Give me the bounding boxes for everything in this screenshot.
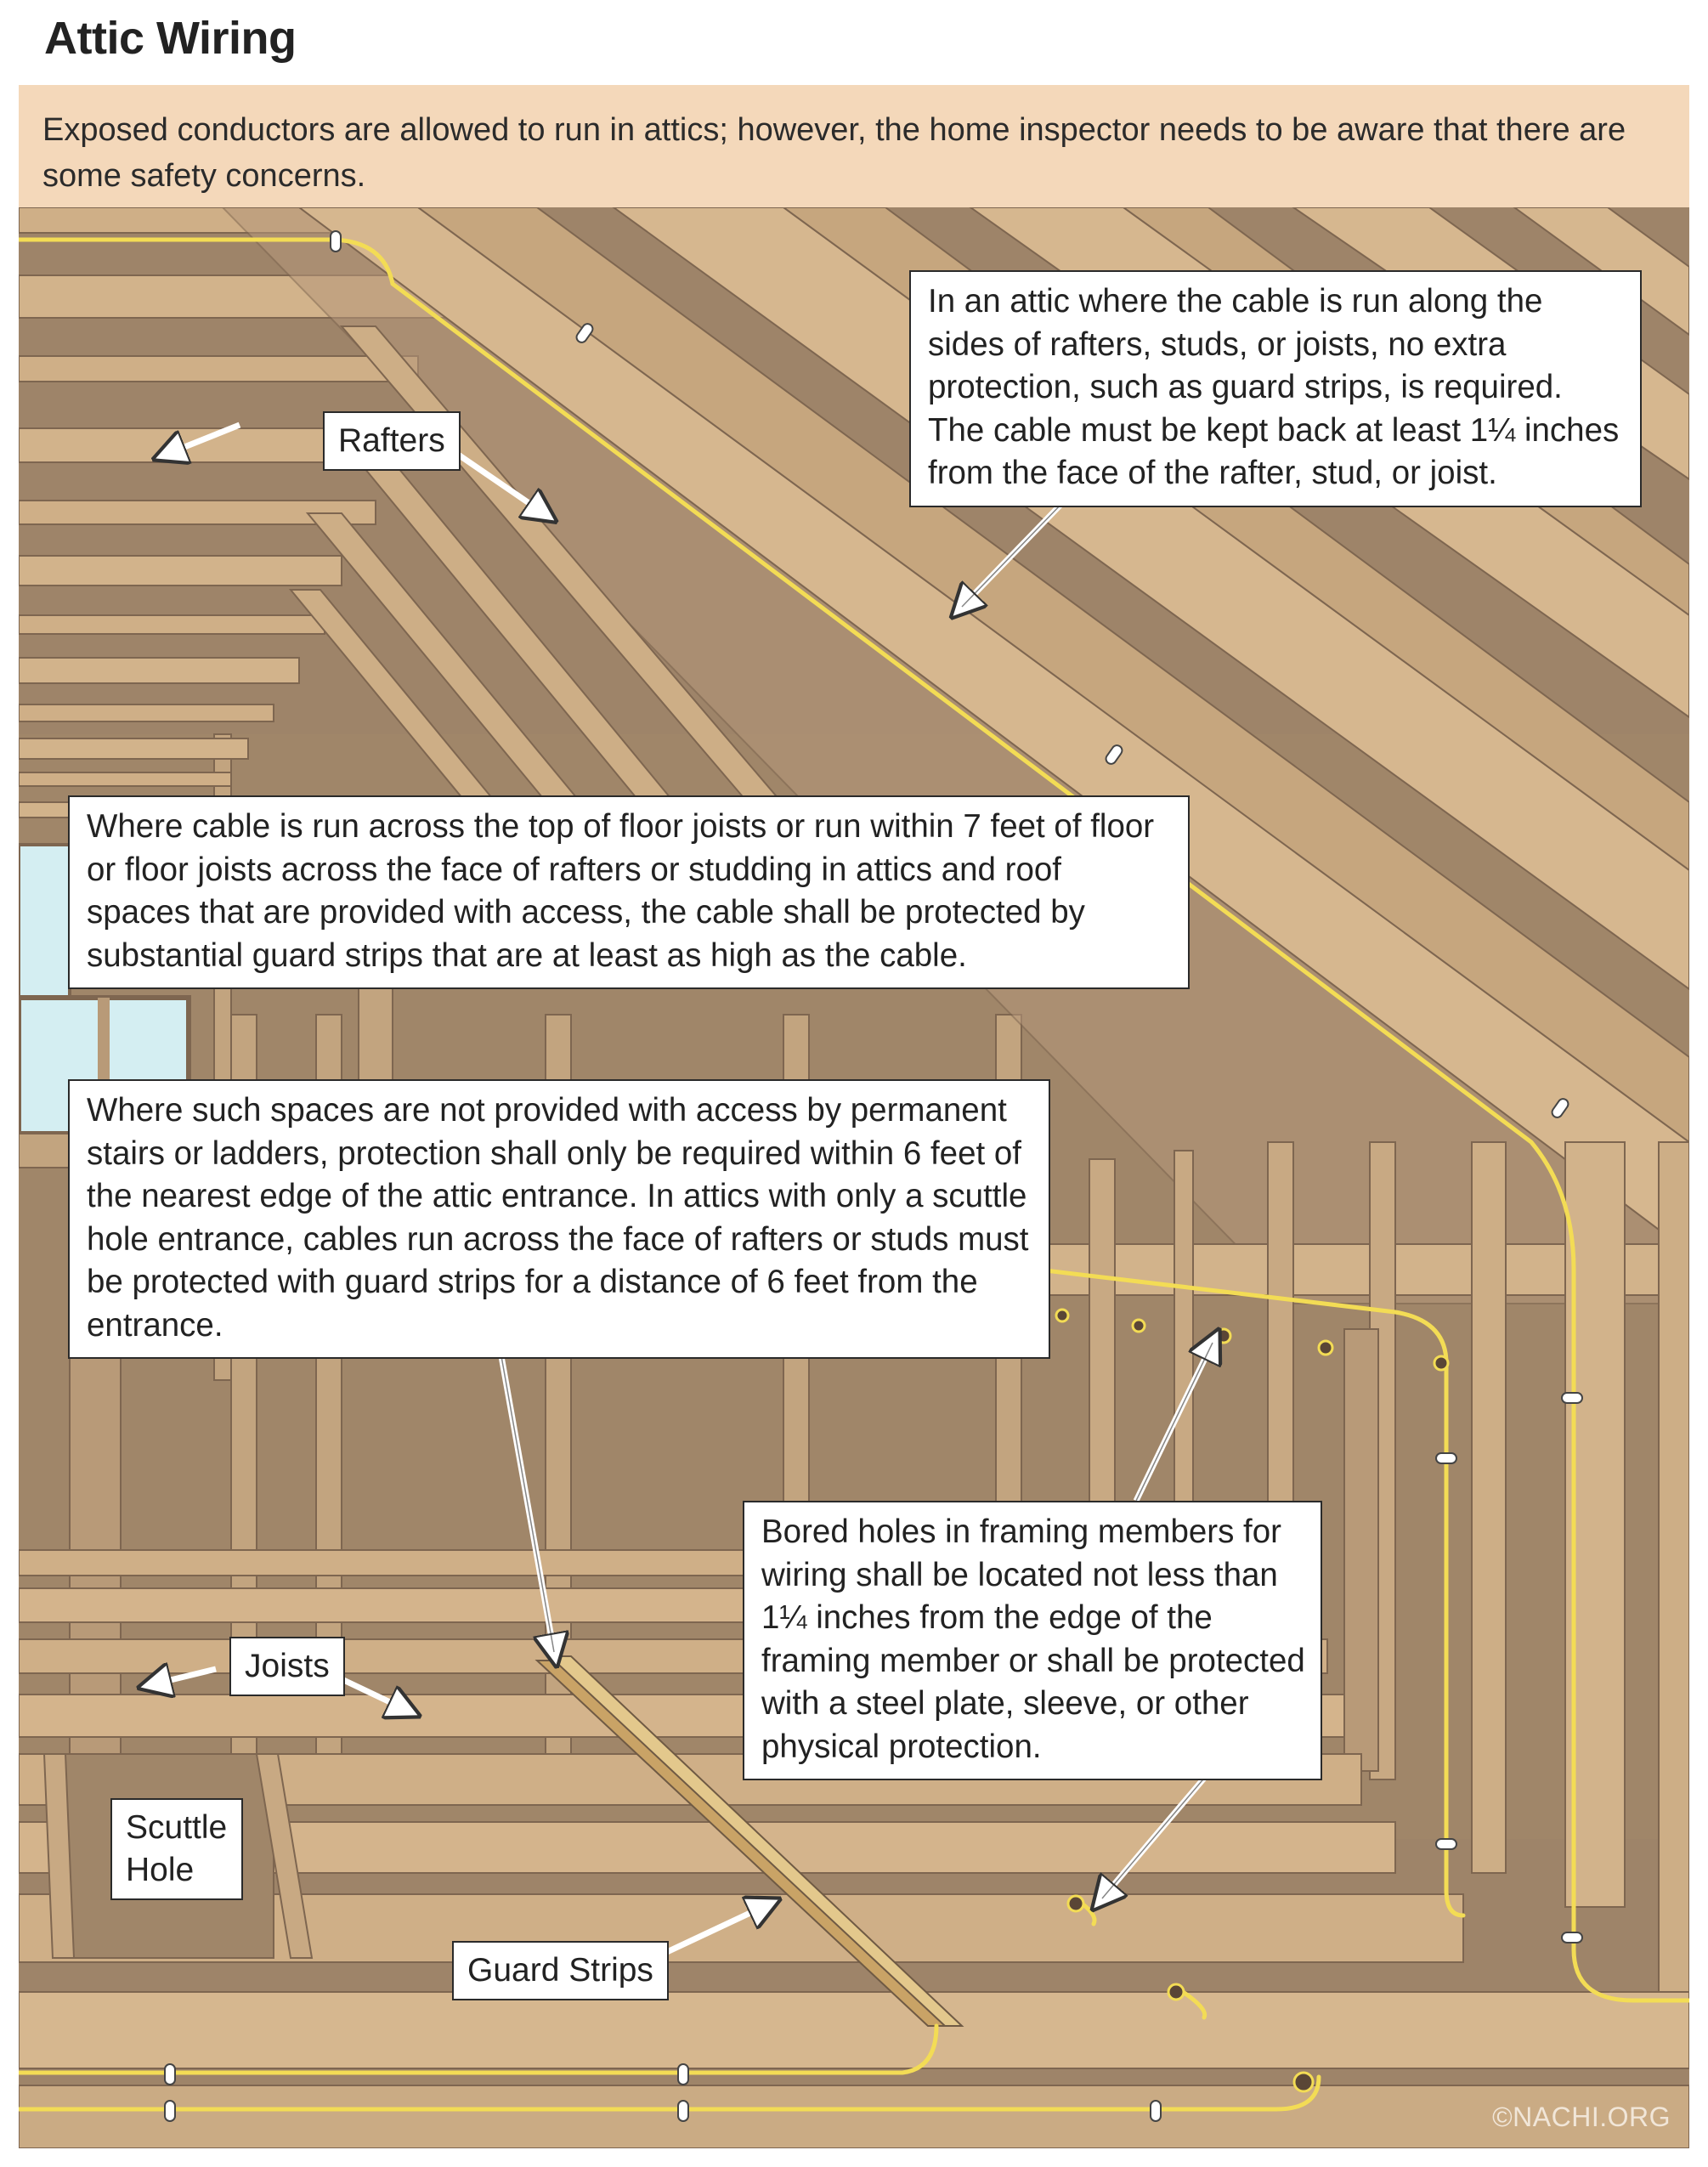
callout-bored-holes: Bored holes in framing members for wirin… <box>743 1501 1322 1780</box>
label-scuttle-line1: Scuttle <box>126 1809 228 1846</box>
callout-no-access: Where such spaces are not provided with … <box>68 1079 1050 1359</box>
floor-joists <box>19 1549 1689 2148</box>
callout-across-top: Where cable is run across the top of flo… <box>68 795 1190 989</box>
intro-banner: Exposed conductors are allowed to run in… <box>19 85 1689 207</box>
left-rafter-stack <box>19 207 495 818</box>
label-scuttle-line2: Hole <box>126 1852 195 1888</box>
label-rafters: Rafters <box>323 411 461 471</box>
bored-holes <box>1055 1308 1450 2093</box>
arrow-rafters-left <box>167 422 241 454</box>
label-joists: Joists <box>229 1637 345 1696</box>
arrow-guard-strips <box>653 1905 766 1961</box>
label-guard-strips: Guard Strips <box>452 1941 669 2000</box>
copyright-credit: ©NACHI.ORG <box>1492 2102 1671 2132</box>
cable-staples <box>164 230 1583 2122</box>
label-scuttle-hole: Scuttle Hole <box>110 1798 243 1900</box>
callout-side-run: In an attic where the cable is run along… <box>909 270 1642 507</box>
arrow-rafters-right <box>450 448 544 513</box>
arrow-joists-right <box>337 1674 406 1710</box>
arrow-joists-left <box>153 1669 217 1684</box>
page-title: Attic Wiring <box>44 13 297 64</box>
